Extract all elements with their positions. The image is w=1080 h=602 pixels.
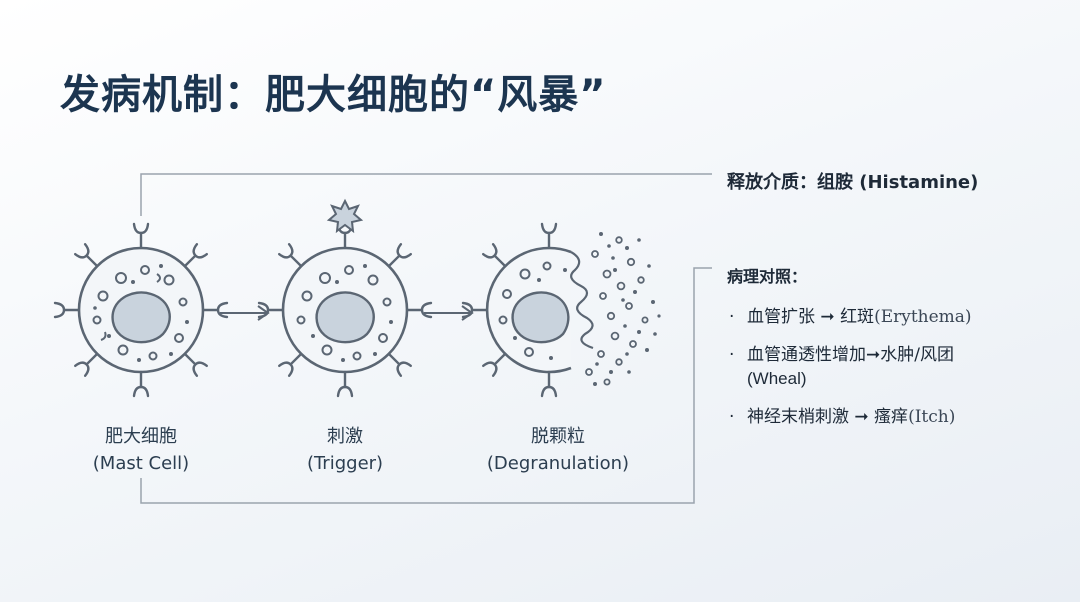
mediator-label: 释放介质：组胺 (Histamine) [727,172,979,193]
cause-text: 血管通透性增加 [747,345,866,365]
stage-label-en: (Mast Cell) [92,453,190,474]
list-item: · 神经末梢刺激 ➞ 瘙痒(Itch) [727,405,1067,429]
cause-text: 血管扩张 [747,307,815,327]
stage-label-en: (Trigger) [306,453,384,474]
stage-label-mast-cell: 肥大细胞 (Mast Cell) [76,423,206,477]
pathology-title: 病理对照： [727,267,808,286]
pathology-list: · 血管扩张 ➞ 红斑(Erythema) · 血管通透性增加➞水肿/风团 (W… [727,305,1067,443]
list-item: · 血管通透性增加➞水肿/风团 (Wheal) [727,343,1067,391]
stage-label-cn: 肥大细胞 [105,426,177,447]
result-en: (Erythema) [874,307,972,327]
bracket-top [140,173,712,216]
page-title: 发病机制：肥大细胞的“风暴” [60,72,607,118]
stage-label-trigger: 刺激 (Trigger) [280,423,410,477]
arrow-right-icon: ➞ [854,407,869,427]
bracket-bottom [140,267,712,504]
result-en: (Itch) [908,407,956,427]
degranulating-cell-icon [461,222,661,398]
stage-label-cn: 刺激 [327,426,363,447]
result-text: 红斑 [840,307,875,327]
allergen-icon [326,198,364,234]
result-text: 瘙痒 [874,407,909,427]
bullet-dot: · [729,407,735,427]
arrow-right-icon: ➞ [820,307,835,327]
stage-label-en: (Degranulation) [486,453,630,474]
bullet-dot: · [729,307,735,327]
arrow-right-icon: ➞ [866,345,881,365]
mast-cell-icon [53,222,229,398]
list-item: · 血管扩张 ➞ 红斑(Erythema) [727,305,1067,329]
trigger-cell-icon [257,222,433,398]
bullet-dot: · [729,345,735,365]
stage-label-degranulation: 脱颗粒 (Degranulation) [470,423,646,477]
cause-text: 神经末梢刺激 [747,407,849,427]
result-text: 水肿/风团 [880,345,954,365]
stage-label-cn: 脱颗粒 [531,426,585,447]
result-en: (Wheal) [747,369,807,388]
